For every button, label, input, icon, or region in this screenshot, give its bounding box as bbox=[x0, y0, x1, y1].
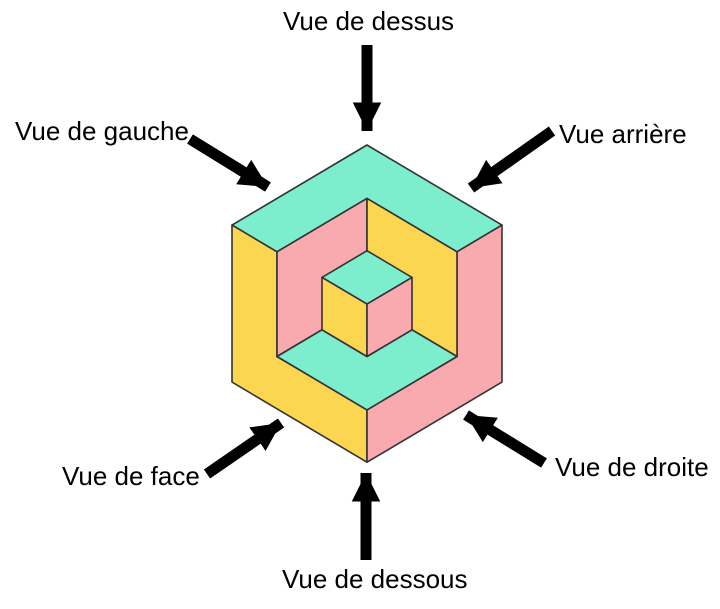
inner-cube-right-face bbox=[366, 276, 413, 358]
right-view-arrow bbox=[463, 410, 547, 468]
front-view-arrow bbox=[203, 418, 285, 479]
label-left-view: Vue de gauche bbox=[15, 116, 189, 146]
left-view-arrow bbox=[187, 134, 271, 192]
label-rear-view: Vue arrière bbox=[559, 119, 687, 149]
rear-view-arrow bbox=[467, 126, 556, 193]
label-front-view: Vue de face bbox=[62, 461, 200, 491]
label-right-view: Vue de droite bbox=[555, 452, 709, 482]
label-top-view: Vue de dessus bbox=[283, 6, 455, 36]
label-bottom-view: Vue de dessous bbox=[282, 564, 468, 594]
